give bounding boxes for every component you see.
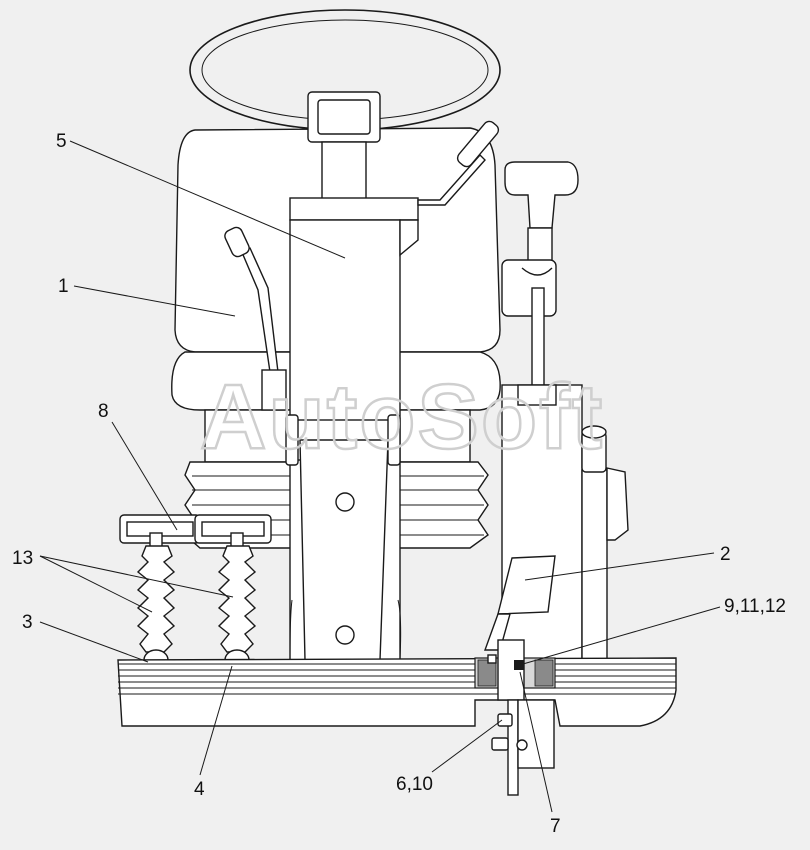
leader-1 — [73, 285, 236, 317]
tilt-lever — [417, 120, 500, 206]
pedal — [484, 555, 556, 651]
leader-9-11-12 — [522, 606, 721, 665]
pedal-brackets — [119, 514, 272, 544]
leader-lines — [39, 140, 721, 813]
leader-8 — [111, 421, 178, 531]
callout-13: 13 — [12, 548, 33, 569]
boot-right — [217, 532, 257, 671]
floor-seal — [474, 639, 556, 701]
watermark: AutoSoft — [200, 366, 604, 468]
callout-labels: 5 1 8 13 3 4 2 9,11,12 6,10 7 — [12, 131, 786, 837]
callout-9-11-12: 9,11,12 — [724, 596, 786, 617]
callout-2: 2 — [720, 544, 731, 565]
cab-floor — [117, 657, 677, 727]
right-console — [501, 384, 629, 661]
column-bracket — [285, 414, 402, 661]
callout-1: 1 — [58, 276, 69, 297]
leader-13a — [39, 555, 153, 613]
callout-6-10: 6,10 — [396, 774, 433, 795]
leader-4 — [199, 665, 233, 776]
lower-linkage — [491, 699, 555, 796]
callout-7: 7 — [550, 816, 561, 837]
boot-left — [136, 532, 176, 671]
leader-3 — [39, 621, 149, 663]
callout-4: 4 — [194, 779, 205, 800]
callout-3: 3 — [22, 612, 33, 633]
leader-6-10 — [431, 719, 503, 773]
left-lever — [224, 226, 287, 411]
leader-13b — [39, 555, 234, 598]
leader-2 — [524, 552, 715, 581]
leader-7 — [519, 671, 553, 813]
callout-5: 5 — [56, 131, 67, 152]
callout-8: 8 — [98, 401, 109, 422]
gear-lever — [501, 161, 579, 409]
leader-5 — [69, 140, 346, 259]
